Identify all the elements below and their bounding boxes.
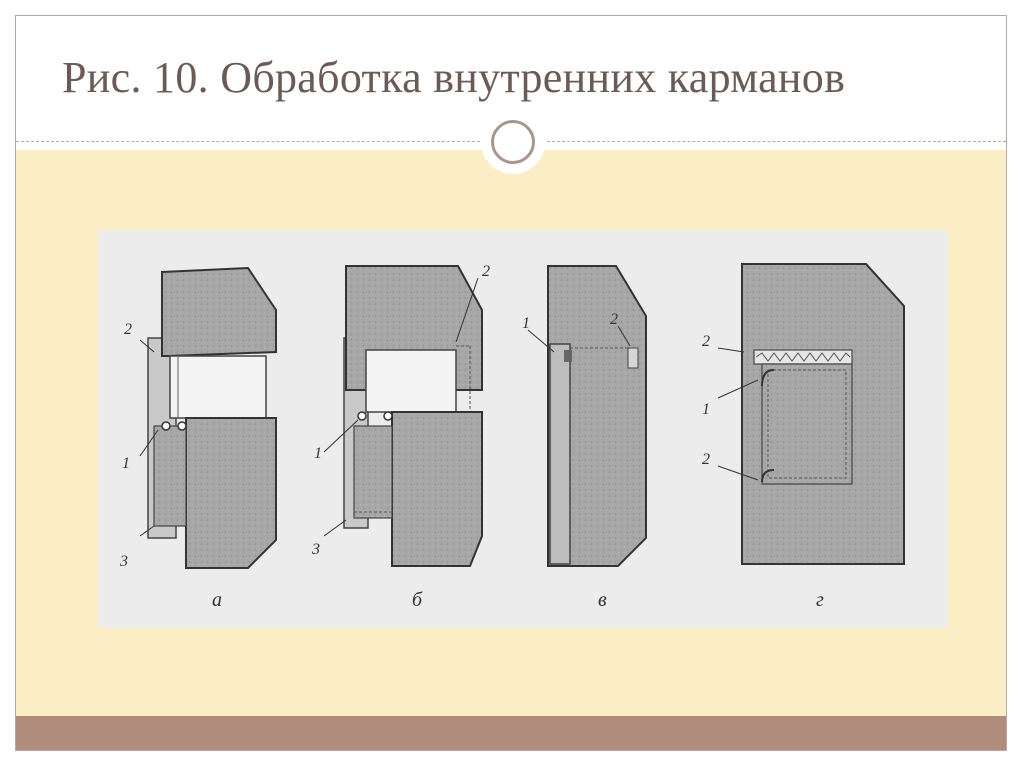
- circle-ornament-icon: [481, 110, 545, 174]
- pocket-diagram: 2 1 3 2 1 3 1 2 2 1 2 а б в г: [98, 230, 948, 628]
- callout-g-2-bottom: 2: [702, 451, 710, 468]
- callout-g-1: 1: [702, 401, 710, 418]
- pocket-diagram-svg: 2 1 3 2 1 3 1 2 2 1 2 а б в г: [98, 230, 948, 628]
- callout-b-3: 3: [311, 541, 320, 558]
- panel-a: [139, 266, 277, 569]
- callout-v-2: 2: [610, 311, 618, 328]
- panel-b: [323, 265, 483, 567]
- panel-v-facing: [549, 343, 571, 565]
- ornament-ring: [491, 120, 535, 164]
- panel-a-pocket-opening: [169, 355, 267, 419]
- panel-a-upper-part: [161, 266, 277, 357]
- panel-b-pocket-opening: [365, 349, 457, 413]
- panel-a-bag: [153, 425, 187, 527]
- panel-a-lower-part: [185, 417, 277, 569]
- slide-title: Рис. 10. Обработка внутренних карманов: [62, 53, 846, 102]
- callout-b-1: 1: [314, 445, 322, 462]
- callout-a-3: 3: [119, 553, 128, 570]
- bottom-accent-band: [16, 716, 1006, 750]
- callout-a-2: 2: [124, 321, 132, 338]
- panel-b-lower-part: [391, 411, 483, 567]
- panel-g-bag: [761, 363, 853, 485]
- callout-v-1: 1: [522, 315, 530, 332]
- panel-v-front: [547, 265, 647, 567]
- callout-b-2: 2: [482, 263, 490, 280]
- panel-label-v: в: [598, 589, 607, 611]
- callout-a-1: 1: [122, 455, 130, 472]
- panel-v: [527, 265, 647, 567]
- panel-label-g: г: [816, 589, 824, 611]
- callout-g-2-top: 2: [702, 333, 710, 350]
- panel-label-b: б: [412, 589, 423, 611]
- panel-label-a: а: [212, 589, 222, 611]
- panel-g: [717, 263, 905, 565]
